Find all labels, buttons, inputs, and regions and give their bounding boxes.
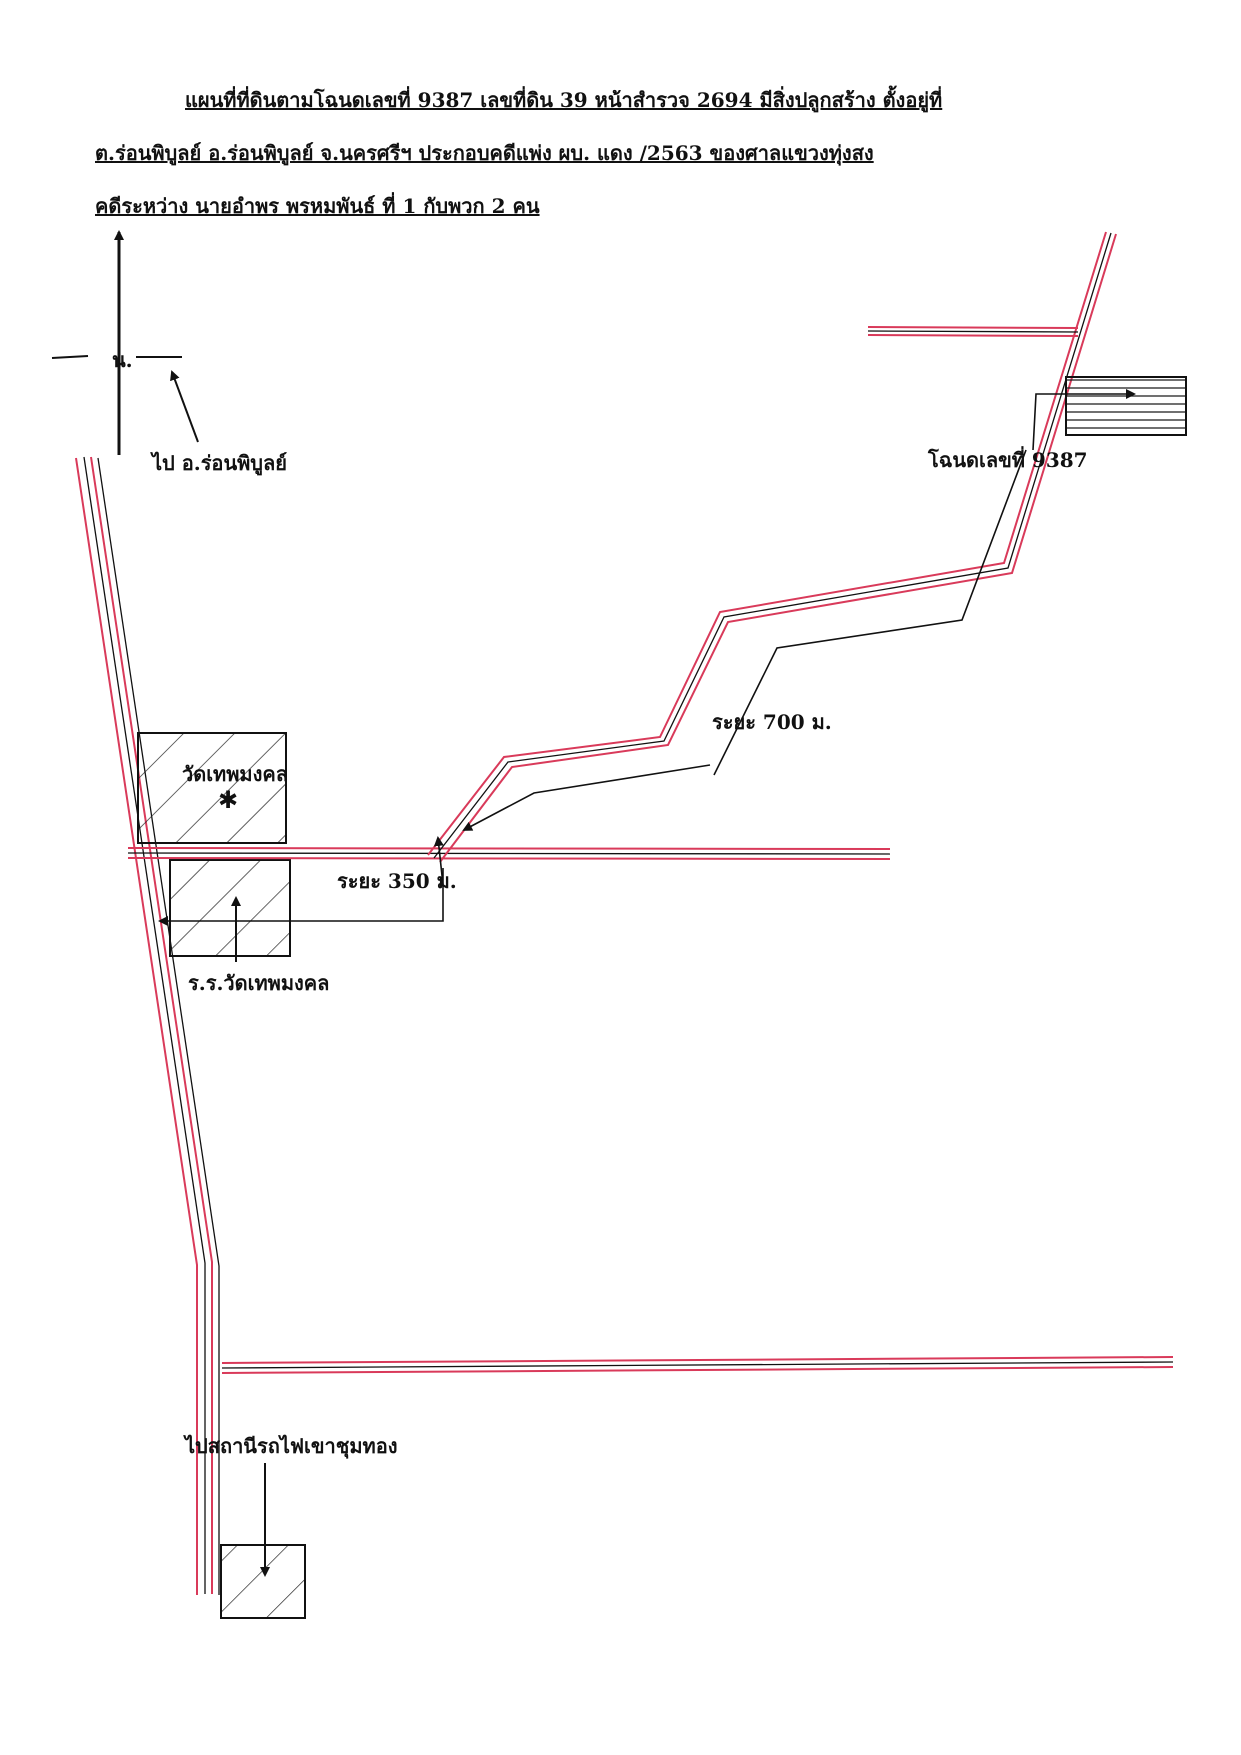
school-area <box>169 859 291 957</box>
distance-700-label: ระยะ 700 ม. <box>712 710 832 734</box>
side-road <box>867 326 1079 337</box>
title-line-2: ต.ร่อนพิบูลย์ อ.ร่อนพิบูลย์ จ.นครศรีฯ ปร… <box>95 141 874 165</box>
distance-line-350 <box>158 868 444 926</box>
temple-symbol-icon: ✱ <box>218 786 238 814</box>
distance-350-label: ระยะ 350 ม. <box>337 869 457 893</box>
school-label: ร.ร.วัดเทพมงคล <box>188 971 330 995</box>
to-station-label: ไปสถานีรถไฟเขาชุมทอง <box>185 1434 398 1458</box>
title-line-3: คดีระหว่าง นายอำพร พรหมพันธ์ ที่ 1 กับพว… <box>95 194 540 218</box>
to-ron-phibun-label: ไป อ.ร่อนพิบูลย์ <box>152 451 287 475</box>
temple-area <box>137 732 287 844</box>
deed-leader-line <box>1032 389 1136 451</box>
access-road <box>427 231 1117 863</box>
north-arrow-icon <box>51 230 182 455</box>
deed-leader-line-2 <box>713 449 1027 776</box>
direction-arrow-icon <box>170 370 199 443</box>
distance-line-700 <box>462 764 711 831</box>
north-label: น. <box>112 348 133 372</box>
main-road <box>75 456 220 1595</box>
deed-label: โฉนดเลขที่ 9387 <box>928 448 1088 472</box>
title-line-1: แผนที่ที่ดินตามโฉนดเลขที่ 9387 เลขที่ดิน… <box>185 88 943 112</box>
station-area <box>220 1544 306 1619</box>
south-road <box>221 1356 1174 1374</box>
plot-9387 <box>1065 376 1187 436</box>
temple-road <box>127 847 891 860</box>
temple-label: วัดเทพมงคล <box>182 762 289 786</box>
distance-350-arrow-icon <box>433 836 444 886</box>
